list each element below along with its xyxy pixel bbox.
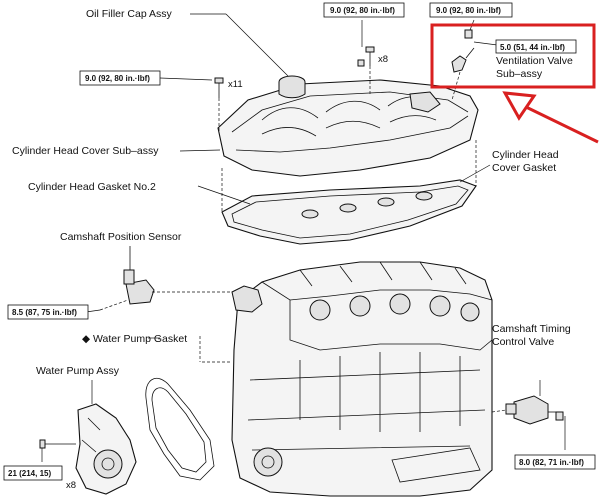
torque-box-cover-left	[79, 70, 161, 86]
water-pump-bolt	[39, 439, 76, 449]
count-water-pump-bolts: x8	[66, 480, 76, 491]
cylinder-head-engine-block	[231, 261, 493, 497]
highlight-arrow-tail	[525, 105, 599, 144]
water-pump-assy	[75, 403, 137, 495]
torque-spec-ventilation-valve: 5.0 (51, 44 in.·lbf)	[500, 43, 565, 52]
cover-bolt-left	[214, 77, 224, 98]
camshaft-position-sensor	[123, 246, 155, 305]
label-cylinder-head-cover: Cylinder Head Cover Sub–assy	[12, 145, 159, 157]
torque-box-top-center	[323, 2, 405, 18]
highlight-arrow-icon	[502, 91, 537, 121]
count-cover-bolts-top: x8	[378, 54, 388, 65]
oil-filler-cap	[278, 75, 306, 99]
torque-spec-top-right: 9.0 (92, 80 in.·lbf)	[436, 6, 501, 15]
label-water-pump-assy: Water Pump Assy	[36, 365, 120, 377]
torque-box-sensor	[7, 304, 89, 320]
cover-bolt-top	[365, 46, 375, 66]
label-camshaft-position-sensor: Camshaft Position Sensor	[60, 231, 182, 243]
label-cover-gasket-line2: Cover Gasket	[492, 162, 556, 174]
label-camshaft-timing-valve-line1: Camshaft Timing	[492, 323, 571, 335]
label-ventilation-valve-line2: Sub–assy	[496, 68, 543, 80]
camshaft-timing-control-valve	[505, 395, 564, 425]
label-water-pump-gasket: ◆ Water Pump Gasket	[82, 333, 187, 345]
torque-box-water-pump	[3, 465, 63, 481]
water-pump-gasket	[145, 378, 215, 481]
label-oil-filler-cap: Oil Filler Cap Assy	[86, 8, 173, 20]
label-ventilation-valve-line1: Ventilation Valve	[496, 55, 573, 67]
bolt-washer-icon	[357, 59, 365, 67]
cylinder-head-gasket-no2	[301, 191, 433, 219]
torque-box-ventilation-valve	[495, 39, 577, 54]
torque-spec-water-pump: 21 (214, 15)	[8, 469, 51, 478]
torque-spec-cover-left: 9.0 (92, 80 in.·lbf)	[85, 74, 150, 83]
highlight-box	[430, 23, 596, 89]
ventilation-valve	[451, 29, 475, 73]
label-cylinder-head-gasket-no2: Cylinder Head Gasket No.2	[28, 181, 156, 193]
cylinder-head-cover	[217, 79, 479, 177]
label-camshaft-timing-valve-line2: Control Valve	[492, 336, 554, 348]
torque-spec-timing-valve: 8.0 (82, 71 in.·lbf)	[519, 458, 584, 467]
label-cover-gasket-line1: Cylinder Head	[492, 149, 559, 161]
torque-spec-sensor: 8.5 (87, 75 in.·lbf)	[12, 308, 77, 317]
torque-box-top-right	[429, 2, 513, 18]
torque-spec-top-center: 9.0 (92, 80 in.·lbf)	[330, 6, 395, 15]
count-cover-bolts-left: x11	[228, 79, 243, 90]
torque-box-timing-valve	[514, 454, 596, 470]
